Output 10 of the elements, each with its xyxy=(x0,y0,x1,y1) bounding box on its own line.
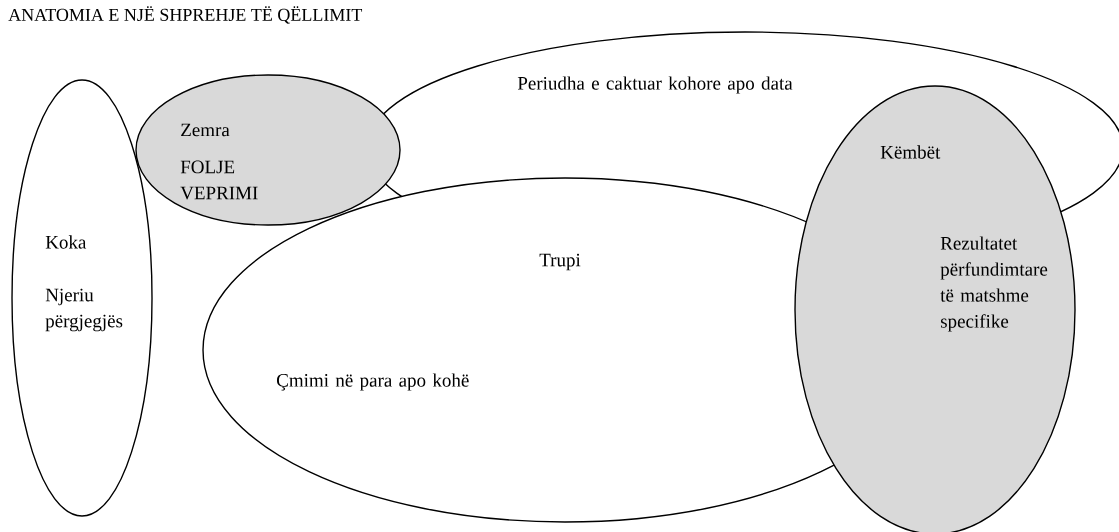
ellipse-label: Njeriu përgjegjës xyxy=(45,288,123,332)
ellipse-label: Rezultatet përfundimtare të matshme specifike xyxy=(940,236,1048,332)
ellipse-label: FOLJE VEPRIMI xyxy=(180,160,258,200)
ellipse-label: Trupi xyxy=(539,253,581,271)
ellipse-label: Çmimi në para apo kohë xyxy=(277,373,469,391)
ellipse-label: Periudha e caktuar kohore apo data xyxy=(517,76,793,94)
ellipse-label: Këmbët xyxy=(880,145,941,159)
title: ANATOMIA E NJË SHPREHJE TË QËLLIMIT xyxy=(8,6,363,24)
ellipse-label: Zemra xyxy=(181,123,230,137)
ellipse-label: Koka xyxy=(45,235,87,249)
